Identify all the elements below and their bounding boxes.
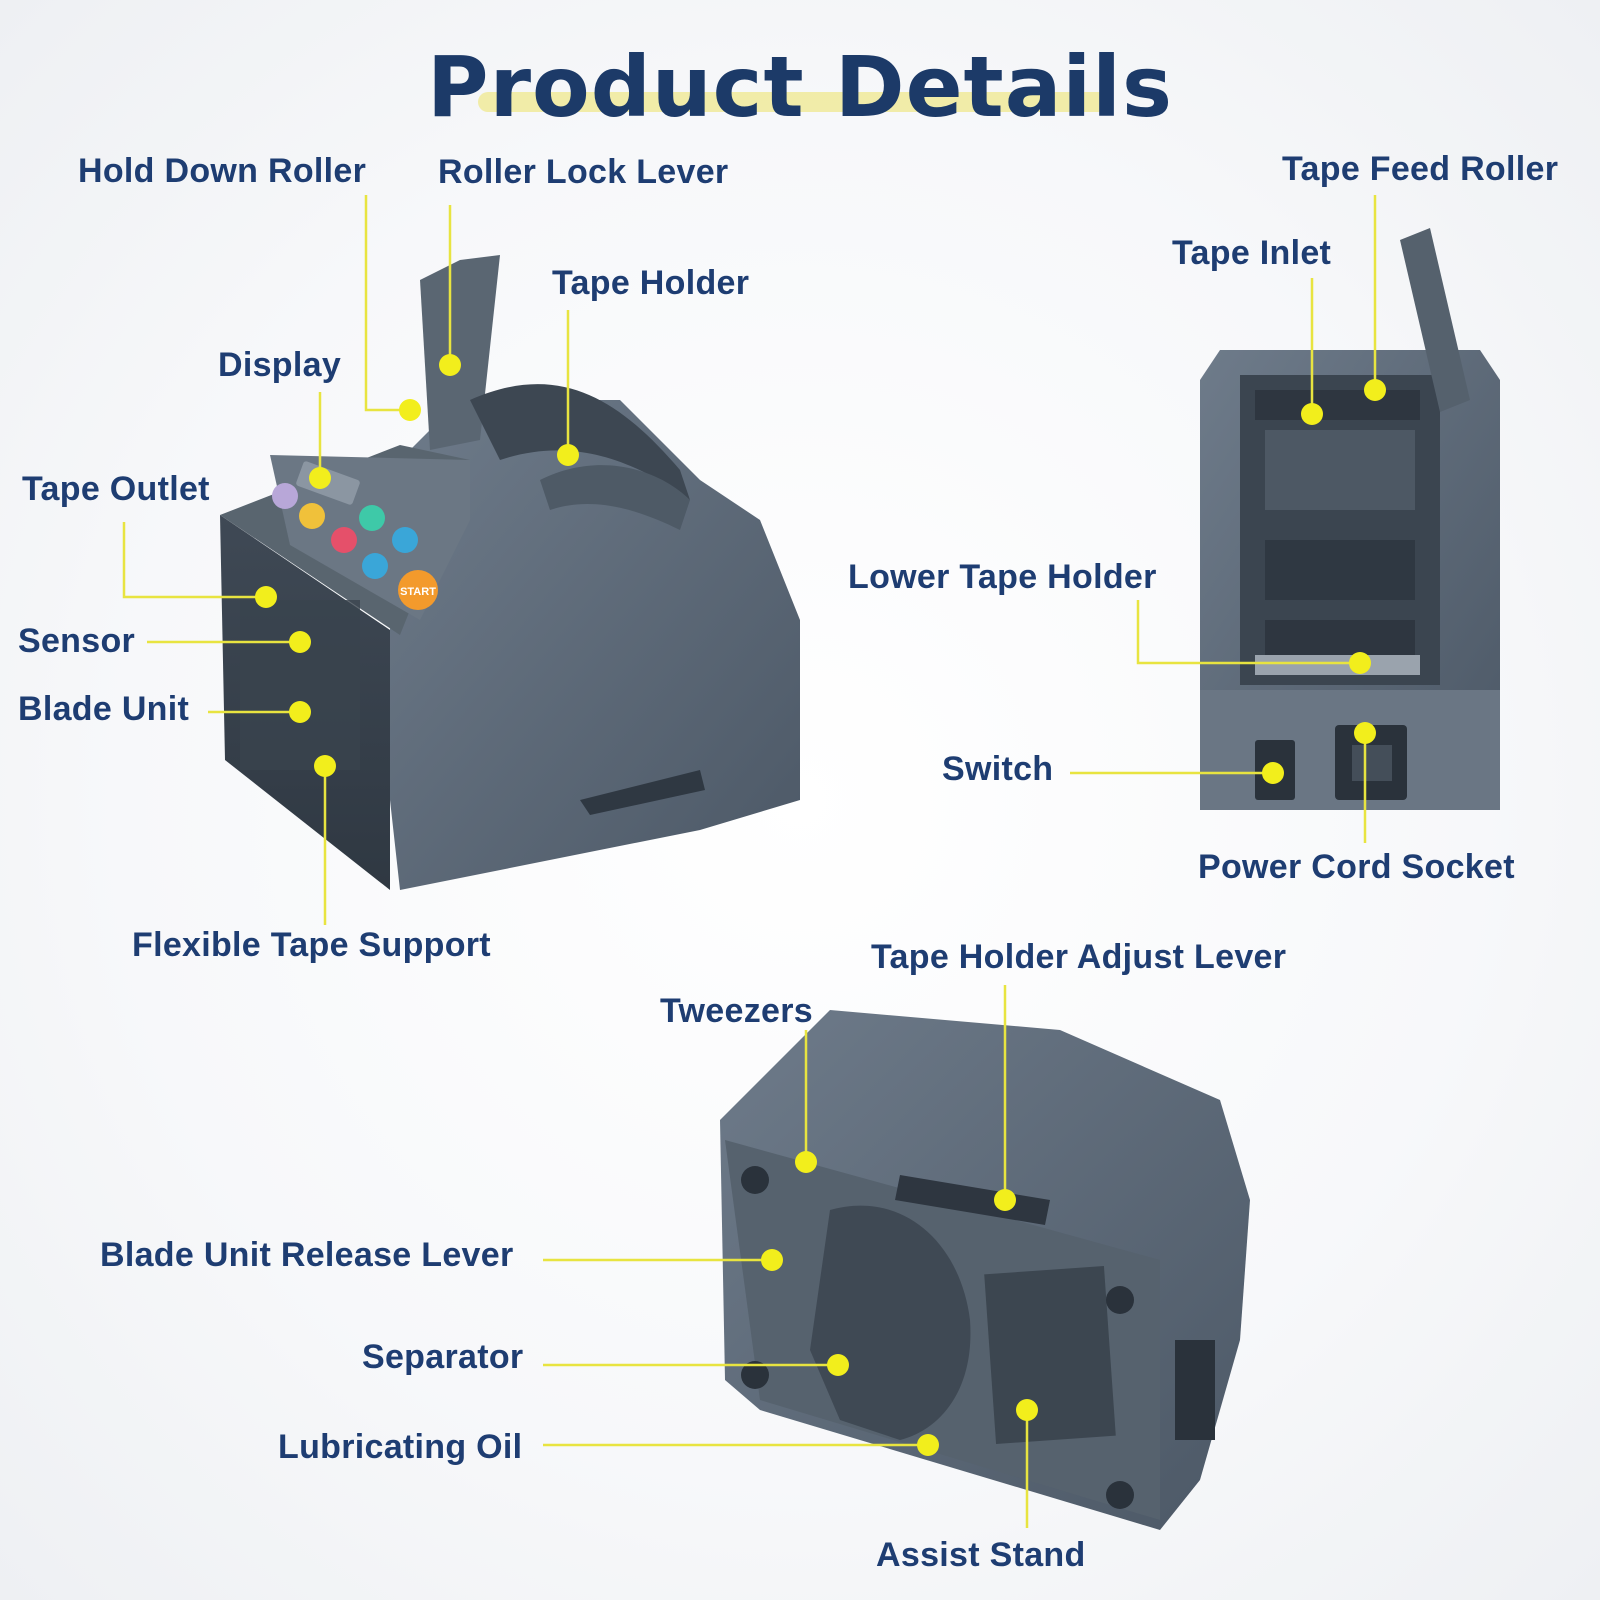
label-display: Display [218,346,342,384]
label-sensor: Sensor [18,622,136,660]
label-lower-tape-holder: Lower Tape Holder [848,558,1157,596]
label-hold-down-roller: Hold Down Roller [78,152,367,190]
tape-holder-drum [470,384,690,500]
back-view-machine [1200,228,1500,810]
front-panel-buttons: START [272,483,438,610]
label-tape-outlet: Tape Outlet [22,470,210,508]
label-power-cord-socket: Power Cord Socket [1198,848,1515,886]
label-tweezers: Tweezers [660,992,813,1030]
label-switch: Switch [942,750,1054,788]
label-tape-inlet: Tape Inlet [1172,234,1332,272]
label-tape-holder: Tape Holder [552,264,750,302]
bottom-view-machine [720,1010,1250,1530]
label-roller-lock-lever: Roller Lock Lever [438,153,729,191]
label-lubricating-oil: Lubricating Oil [278,1428,523,1466]
title-highlight [478,92,1108,112]
label-tape-feed-roller: Tape Feed Roller [1282,150,1559,188]
switch-housing [1255,740,1295,800]
start-button-label: START [400,586,436,598]
label-separator: Separator [362,1338,524,1376]
back-roller-arm [1400,228,1470,412]
bottom-separator-dial [810,1205,971,1440]
label-tape-holder-adjust-lever: Tape Holder Adjust Lever [871,938,1287,976]
label-assist-stand: Assist Stand [876,1536,1086,1574]
page-title: Product Details [427,38,1173,136]
label-blade-unit: Blade Unit [18,690,190,728]
label-blade-unit-release-lever: Blade Unit Release Lever [100,1236,514,1274]
label-flexible-tape-support: Flexible Tape Support [132,926,491,964]
front-view-machine: START [220,255,800,890]
